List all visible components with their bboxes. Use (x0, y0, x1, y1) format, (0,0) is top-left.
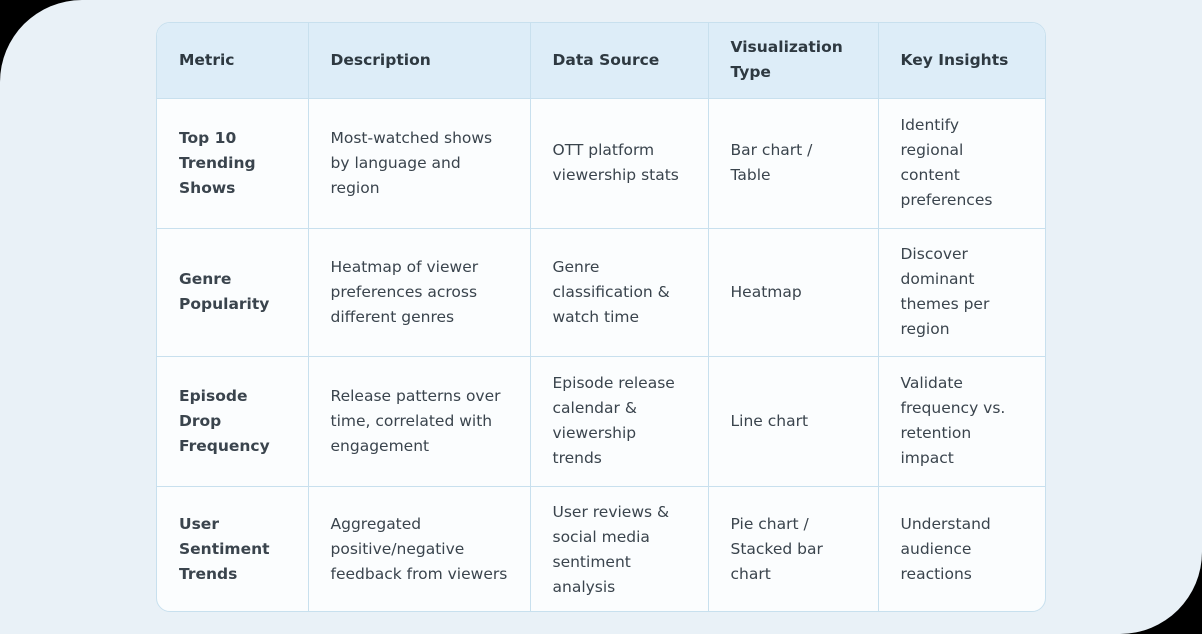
cell-data-source: Genre classification & watch time (529, 227, 709, 357)
column-header-data-source: Data Source (529, 23, 709, 99)
column-header-metric: Metric (157, 23, 309, 99)
cell-key-insights: Discover dominant themes per region (877, 227, 1045, 357)
cell-visualization-type: Heatmap (707, 227, 879, 357)
cell-description: Aggregated positive/negative feedback fr… (307, 485, 531, 611)
cell-metric: User Sentiment Trends (157, 485, 309, 611)
cell-visualization-type: Pie chart / Stacked bar chart (707, 485, 879, 611)
table-row-top-10-trending-shows: Top 10 Trending Shows Most-watched shows… (157, 97, 1045, 229)
cell-key-insights: Identify regional content preferences (877, 97, 1045, 229)
column-header-key-insights: Key Insights (877, 23, 1045, 99)
table-row-episode-drop-frequency: Episode Drop Frequency Release patterns … (157, 355, 1045, 487)
cell-key-insights: Validate frequency vs. retention impact (877, 355, 1045, 487)
cell-metric: Genre Popularity (157, 227, 309, 357)
cell-visualization-type: Line chart (707, 355, 879, 487)
cell-description: Most-watched shows by language and regio… (307, 97, 531, 229)
cell-description: Release patterns over time, correlated w… (307, 355, 531, 487)
cell-description: Heatmap of viewer preferences across dif… (307, 227, 531, 357)
table-row-genre-popularity: Genre Popularity Heatmap of viewer prefe… (157, 227, 1045, 357)
cell-key-insights: Understand audience reactions (877, 485, 1045, 611)
cell-data-source: Episode release calendar & viewership tr… (529, 355, 709, 487)
header-row: Metric Description Data Source Visualiza… (157, 23, 1045, 99)
column-header-visualization-type: Visualization Type (707, 23, 879, 99)
cell-visualization-type: Bar chart / Table (707, 97, 879, 229)
table-row-user-sentiment-trends: User Sentiment Trends Aggregated positiv… (157, 485, 1045, 611)
metrics-table-card: Metric Description Data Source Visualiza… (156, 22, 1046, 612)
metrics-table: Metric Description Data Source Visualiza… (157, 23, 1045, 611)
cell-data-source: OTT platform viewership stats (529, 97, 709, 229)
cell-metric: Episode Drop Frequency (157, 355, 309, 487)
column-header-description: Description (307, 23, 531, 99)
cell-metric: Top 10 Trending Shows (157, 97, 309, 229)
cell-data-source: User reviews & social media sentiment an… (529, 485, 709, 611)
